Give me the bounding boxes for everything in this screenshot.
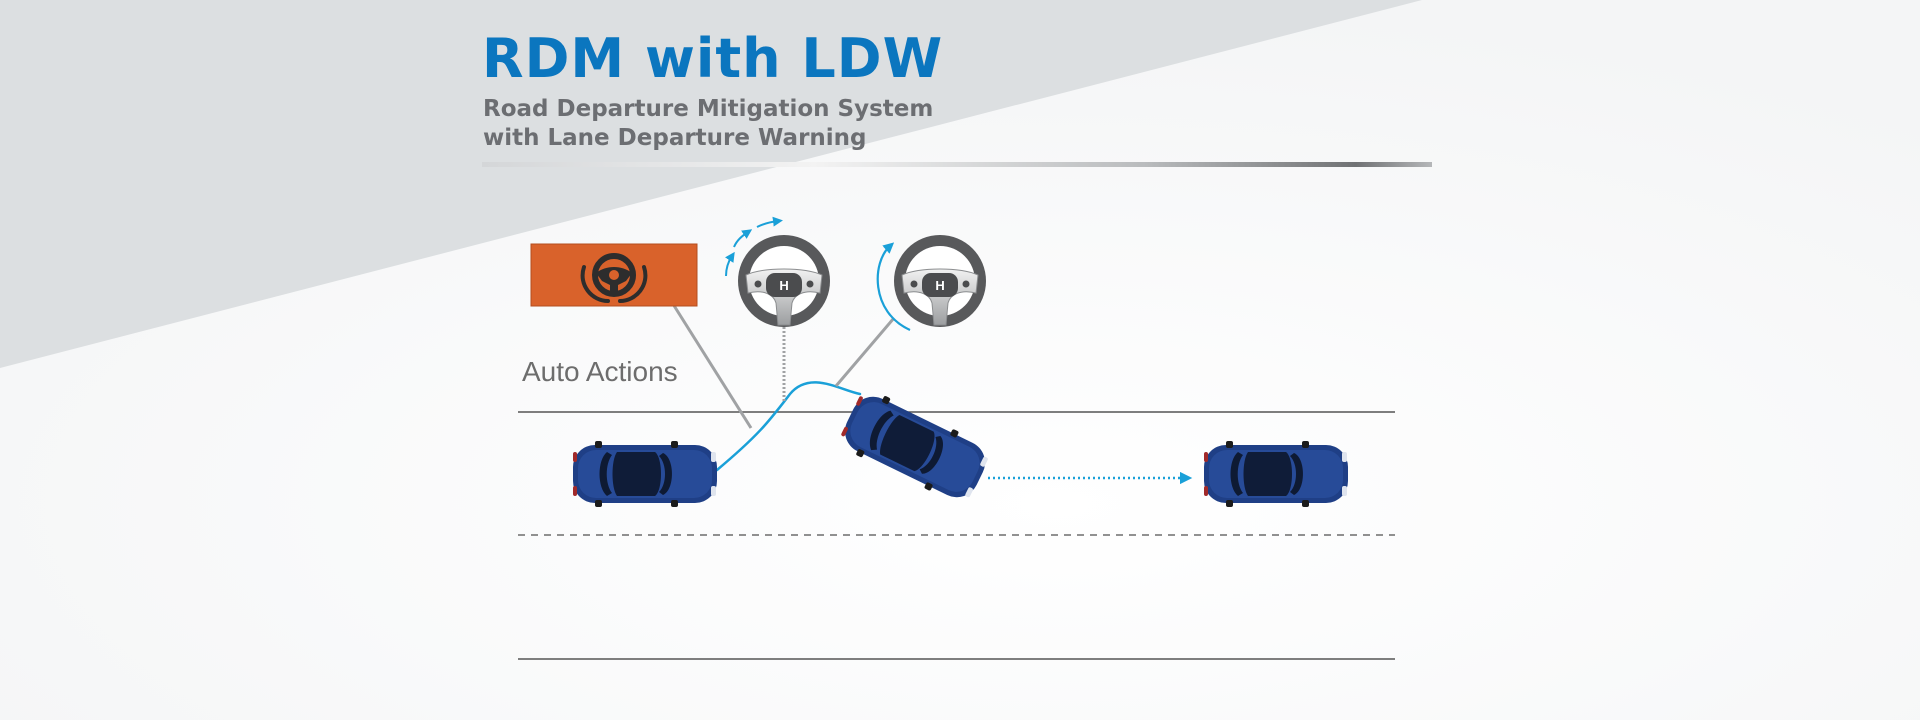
- steering-wheel-correct: [876, 234, 987, 332]
- page-subtitle: Road Departure Mitigation System with La…: [483, 95, 933, 153]
- auto-actions-label: Auto Actions: [522, 356, 678, 387]
- steering-wheel-warning-icon: [580, 253, 648, 303]
- background-gray-wedge: [0, 0, 1422, 368]
- header-divider: [482, 162, 1432, 167]
- car-start: [573, 441, 717, 507]
- subtitle-line-1: Road Departure Mitigation System: [483, 96, 934, 122]
- rotation-arrow-icon: [725, 251, 735, 277]
- steering-wheel-assist: [725, 216, 831, 328]
- vehicle-path-curve: [715, 381, 862, 472]
- callout-line-warning: [671, 303, 753, 429]
- warning-indicator: [530, 243, 698, 307]
- rotation-arrow-icon: [756, 216, 783, 228]
- steering-wheel-assist-icon: [737, 234, 831, 328]
- page-title: RDM with LDW: [482, 27, 944, 90]
- car-corrected: [1204, 441, 1348, 507]
- steering-wheel-correct-icon: [893, 234, 987, 328]
- subtitle-line-2: with Lane Departure Warning: [483, 125, 867, 151]
- rotation-arrow-icon: [733, 229, 753, 248]
- callout-line-steering-correct: [834, 317, 896, 387]
- rotation-arc-arrow-icon: [876, 242, 911, 332]
